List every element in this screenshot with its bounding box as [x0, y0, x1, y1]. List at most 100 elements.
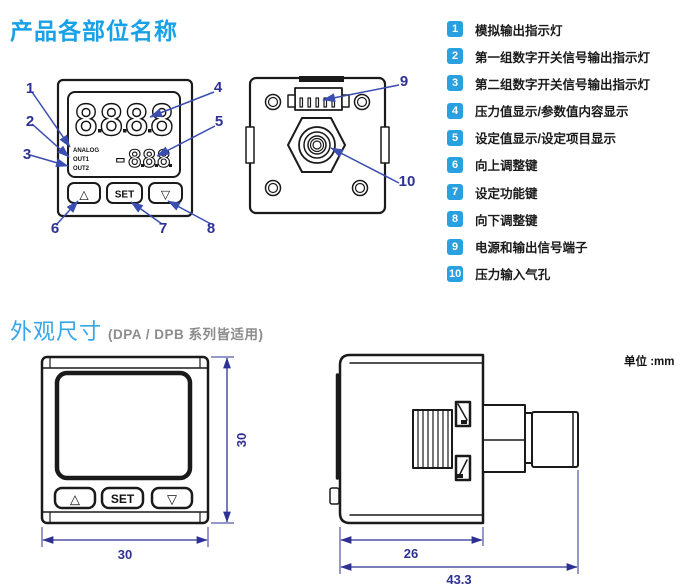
connector-pin: [307, 97, 312, 108]
down-button: [148, 182, 183, 204]
legend-label: 电源和输出信号端子: [475, 241, 588, 255]
legend-item-9: 9 电源和输出信号端子: [447, 238, 650, 255]
set-button: [100, 486, 145, 510]
decimal-dot: [155, 164, 158, 167]
legend-item-6: 6 向上调整键: [447, 156, 650, 174]
callout-arrow-1: [31, 91, 71, 148]
legend-label: 模拟输出指示灯: [475, 23, 563, 38]
callout-5: 5: [214, 113, 224, 130]
legend-label: 第二组数字开关信号输出指示灯: [475, 77, 651, 92]
sub-display-digits: -888: [113, 145, 171, 173]
side-lug: [329, 487, 340, 505]
down-arrow-icon: ▽: [167, 493, 177, 508]
legend-badge: 9: [447, 238, 463, 255]
legend-badge: 2: [447, 48, 463, 65]
callout-arrow-2: [31, 123, 70, 158]
front-view-diagram: 8888 ANALOG OUT1 OUT2 -888 △ SET ▽: [29, 78, 216, 225]
legend-badge: 8: [447, 211, 463, 228]
latch-detail: [457, 474, 463, 478]
connector-pin: [299, 97, 304, 108]
pressure-port-ring: [307, 135, 327, 155]
pressure-port-hole: [312, 140, 322, 150]
decimal-dot: [169, 164, 172, 167]
height-dim-label: 30: [234, 433, 249, 447]
legend-item-2: 2 第一组数字开关信号输出指示灯: [447, 48, 651, 65]
connector-pin: [315, 97, 320, 108]
section2-subtitle: (DPA / DPB 系列皆适用): [108, 327, 264, 342]
legend-label: 压力输入气孔: [475, 268, 551, 283]
analog-led-label: ANALOG: [73, 148, 99, 154]
parts-legend: 1 模拟输出指示灯 2 第一组数字开关信号输出指示灯 3 第二组数字开关信号输出…: [447, 21, 650, 282]
section1-title: 产品各部位名称: [10, 18, 178, 44]
legend-label: 向上调整键: [475, 159, 538, 174]
dimension-side-view: 26 43.3: [329, 353, 579, 585]
callout-arrow-6: [56, 200, 79, 225]
down-arrow-icon: ▽: [161, 188, 171, 202]
callout-arrow-5: [156, 125, 216, 157]
callout-arrow-3: [29, 154, 69, 167]
connector-top-bar: [299, 76, 344, 82]
screw-hole: [264, 179, 282, 197]
down-button: [150, 486, 194, 510]
unit-label: 单位 :mm: [624, 356, 675, 368]
legend-badge: 7: [447, 184, 463, 201]
legend-item-4: 4 压力值显示/参数值内容显示: [447, 102, 650, 120]
latch-detail: [458, 459, 468, 477]
callout-10: 10: [398, 173, 416, 190]
section2-title: 外观尺寸: [10, 319, 103, 344]
body-outline: [338, 353, 485, 525]
callout-8: 8: [206, 220, 216, 237]
callout-3: 3: [22, 146, 32, 163]
fitting-hex-nut: [531, 411, 579, 468]
callout-arrow-9: [322, 84, 400, 103]
legend-label: 压力值显示/参数值内容显示: [475, 105, 629, 120]
up-button: [67, 182, 101, 204]
decimal-dot: [141, 164, 144, 167]
pressure-port-ring: [303, 131, 331, 159]
screw-hole: [356, 96, 368, 108]
legend-item-1: 1 模拟输出指示灯: [447, 21, 650, 38]
legend-badge: 10: [447, 265, 464, 282]
main-display-digits: 8888: [73, 96, 174, 145]
back-view-diagram: [245, 76, 400, 215]
total-depth-dim-label: 43.3: [446, 572, 471, 585]
pressure-port-ring: [309, 137, 325, 153]
screw-hole: [267, 96, 279, 108]
up-button: [53, 486, 97, 510]
legend-badge: 3: [447, 75, 463, 92]
up-arrow-icon: △: [70, 493, 80, 508]
up-arrow-icon: △: [79, 188, 89, 202]
legend-badge: 6: [447, 156, 463, 173]
fitting-neck: [524, 412, 533, 464]
pressure-port-hex: [287, 117, 346, 173]
side-tab-left: [245, 126, 255, 164]
legend-label: 设定值显示/设定项目显示: [475, 132, 616, 147]
callout-6: 6: [50, 220, 60, 237]
legend-badge: 5: [447, 129, 463, 146]
set-button: [106, 182, 143, 204]
pressure-port-ring: [298, 126, 336, 164]
legend-badge: 1: [447, 21, 463, 37]
legend-label: 向下调整键: [475, 213, 538, 228]
callout-arrow-10: [330, 147, 400, 184]
legend-label: 第一组数字开关信号输出指示灯: [475, 50, 651, 65]
callout-4: 4: [213, 79, 223, 96]
side-tab-right: [380, 126, 390, 164]
body-depth-dim-label: 26: [404, 546, 418, 561]
fitting-base: [482, 404, 526, 473]
legend-item-8: 8 向下调整键: [447, 211, 650, 228]
section2-header: 外观尺寸 (DPA / DPB 系列皆适用): [10, 314, 264, 346]
screw-hole: [264, 93, 282, 111]
hatch-lines: [417, 409, 449, 469]
callout-7: 7: [158, 220, 168, 237]
display: [54, 370, 193, 481]
legend-item-5: 5 设定值显示/设定项目显示: [447, 129, 650, 147]
dimension-front-view: △ SET ▽ 30 30: [40, 355, 249, 562]
callout-arrow-7: [130, 201, 163, 225]
connector-wing-left: [287, 94, 296, 108]
decimal-dot: [98, 129, 102, 133]
set-button-label: SET: [115, 190, 134, 201]
callout-9: 9: [399, 73, 409, 90]
screw-hole: [351, 179, 369, 197]
